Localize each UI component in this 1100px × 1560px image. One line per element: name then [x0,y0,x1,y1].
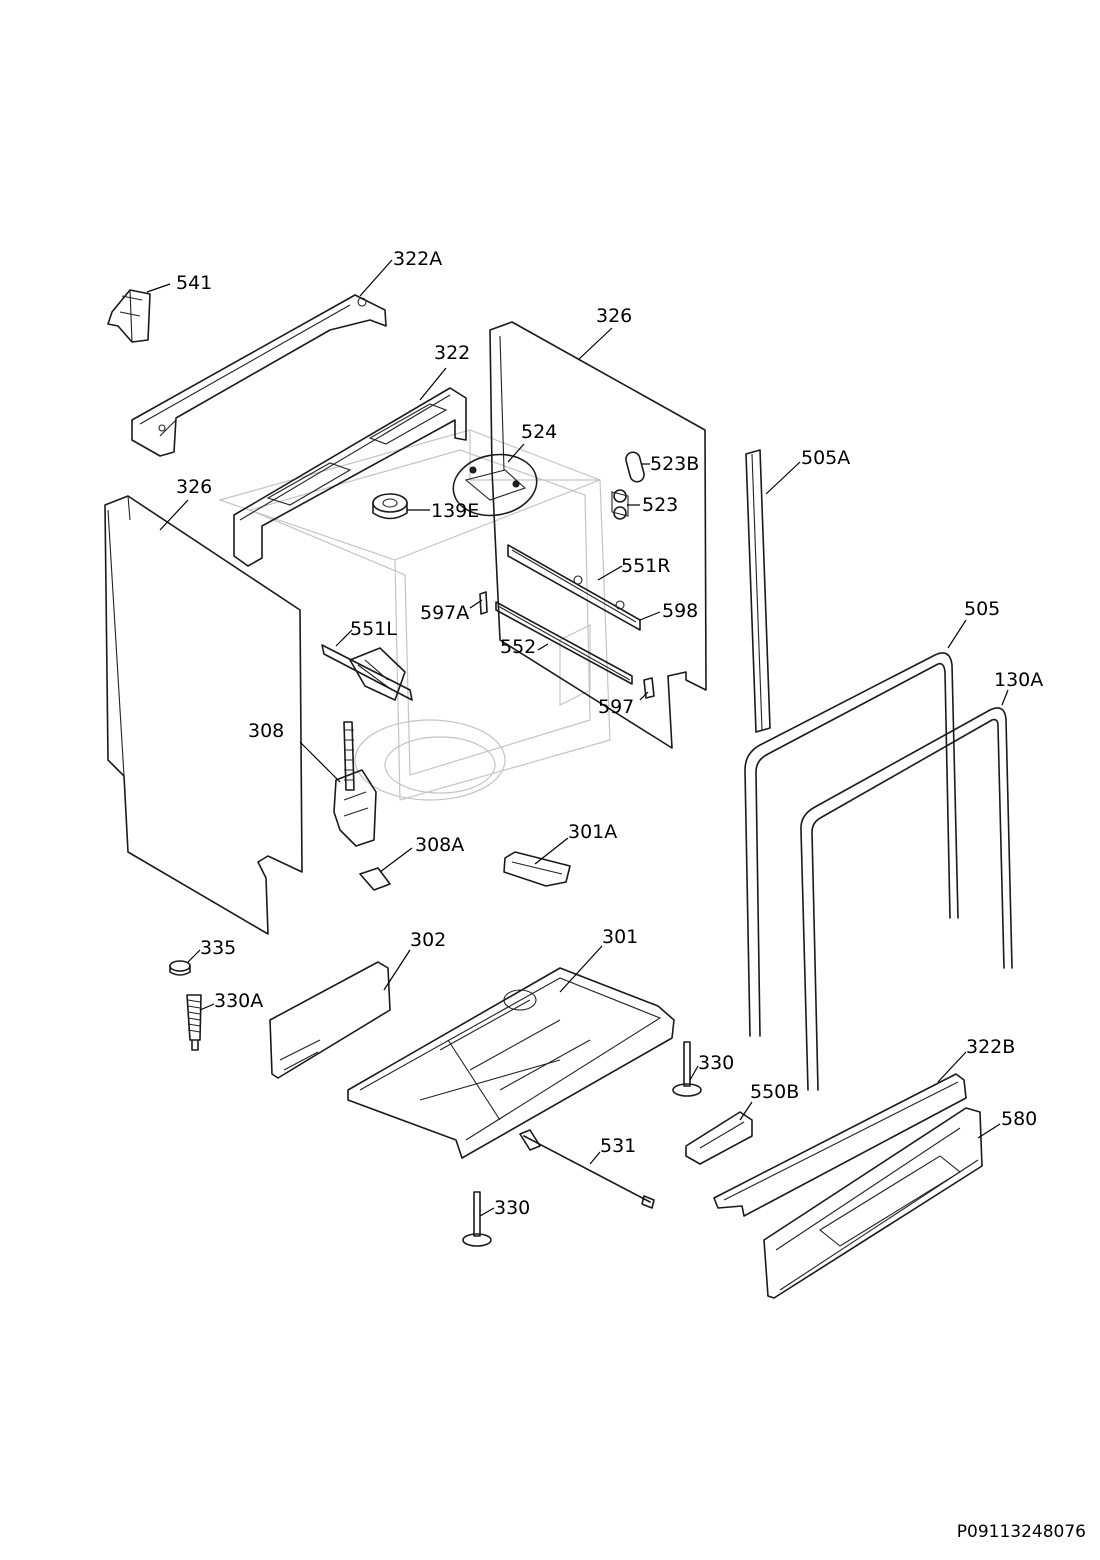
part-550B-bracket [685,1111,753,1165]
label-531: 531 [600,1135,637,1157]
part-335-cap [169,960,191,976]
part-330-foot-mid [672,1041,702,1097]
label-308: 308 [248,720,285,742]
part-580-plinth [763,1107,983,1299]
label-598: 598 [662,600,699,622]
part-326-right-panel [489,321,707,749]
leader-lines [146,259,1009,1217]
label-301A: 301A [568,821,618,843]
label-330A: 330A [214,990,264,1012]
part-531-rod [519,1129,655,1209]
part-597A-clip [479,591,488,615]
label-130A: 130A [994,669,1044,691]
part-301A-bracket [503,851,571,887]
part-301-base-tray [347,967,675,1159]
part-541-bracket [107,289,151,343]
part-552-rail [495,601,633,685]
label-326-left: 326 [176,476,213,498]
label-301: 301 [602,926,639,948]
label-580: 580 [1001,1108,1038,1130]
label-335: 335 [200,937,237,959]
label-330-mid: 330 [698,1052,735,1074]
label-330-bottom: 330 [494,1197,531,1219]
part-330-foot-bottom [462,1191,492,1247]
label-550B: 550B [750,1081,800,1103]
part-302-panel [269,961,391,1079]
label-505: 505 [964,598,1001,620]
label-505A: 505A [801,447,851,469]
label-302: 302 [410,929,447,951]
part-505A-strip [745,449,771,733]
part-322B-rail [713,1073,967,1217]
label-326-right: 326 [596,305,633,327]
label-551R: 551R [621,555,671,577]
part-524-bracket [452,453,538,517]
label-524: 524 [521,421,558,443]
label-139E: 139E [431,500,480,522]
part-551L-rail [321,644,413,701]
part-330A-screw [186,994,202,1051]
part-130A-gasket [800,707,1013,1091]
label-322B: 322B [966,1036,1016,1058]
label-523: 523 [642,494,679,516]
diagram-code: P09113248076 [956,1522,1086,1542]
label-322: 322 [434,342,471,364]
label-541: 541 [176,272,213,294]
label-523B: 523B [650,453,700,475]
part-322A-top-rail [131,294,387,457]
part-322-top-frame [233,387,467,567]
part-551R-rail [507,544,641,631]
part-523-rollers [611,489,629,520]
part-308A-block [359,867,391,891]
label-551L: 551L [350,618,397,640]
label-552: 552 [500,636,537,658]
tub-ghost-outline [217,429,611,801]
label-322A: 322A [393,248,443,270]
part-597-clip [643,677,655,699]
label-597: 597 [598,696,635,718]
label-597A: 597A [420,602,470,624]
label-308A: 308A [415,834,465,856]
part-326-left-panel [104,495,303,935]
part-505-gasket [744,652,959,1037]
part-308-hinge [333,721,377,847]
part-139E-nut [372,493,408,520]
part-523B-ring [625,451,645,483]
